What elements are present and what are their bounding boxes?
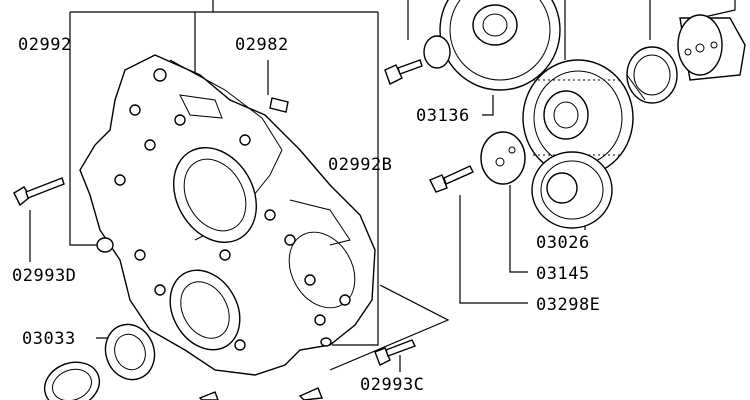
label-02993D: 02993D [12, 266, 76, 286]
bolt-02993C [198, 337, 416, 400]
gear-03026 [531, 151, 613, 229]
oil-seal-03033 [43, 323, 156, 400]
bolt-03136 [384, 59, 423, 85]
bolt-02993D [13, 177, 65, 207]
bushing-03298 [626, 46, 678, 104]
sleeve-right [677, 14, 746, 81]
thrust-plate-03145 [480, 131, 526, 185]
label-03026: 03026 [536, 233, 590, 253]
label-02992: 02992 [18, 35, 72, 55]
label-03136: 03136 [416, 106, 470, 126]
collar [423, 35, 451, 69]
label-02992B: 02992B [328, 155, 392, 175]
label-03145: 03145 [536, 264, 590, 284]
label-02982: 02982 [235, 35, 289, 55]
label-02993C: 02993C [360, 375, 424, 395]
idler-gear-top [439, 0, 561, 91]
dowel-pin-02982 [269, 97, 289, 113]
gear-case-housing [79, 54, 376, 376]
part-labels: 02992 02982 02992B 02993D 03033 02993C 0… [12, 35, 600, 395]
label-03298E: 03298E [536, 295, 600, 315]
label-03033: 03033 [22, 329, 76, 349]
bolt-03298E [429, 165, 474, 193]
plug-02993D [96, 237, 114, 253]
